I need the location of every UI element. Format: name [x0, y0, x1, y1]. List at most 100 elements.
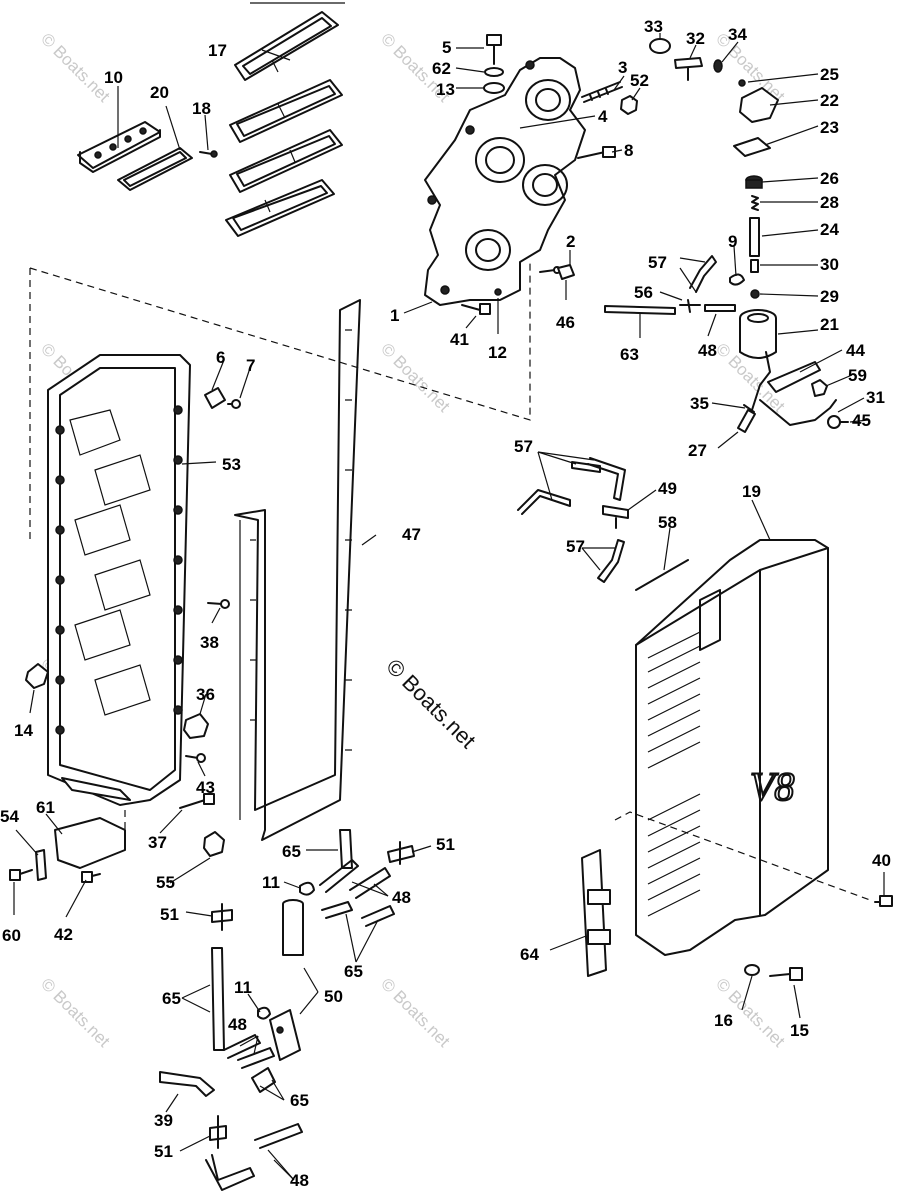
fitting-51-right-part — [387, 841, 415, 865]
callout-label: 32 — [686, 29, 705, 48]
callout-label: 14 — [14, 721, 33, 740]
callout-label: 11 — [262, 873, 280, 892]
callout-label: 44 — [846, 341, 865, 360]
watermark: © Boats.net — [377, 974, 454, 1051]
callout-label: 26 — [820, 169, 839, 188]
callout-label: 48 — [290, 1171, 309, 1190]
callout-label: 3 — [618, 58, 627, 77]
bolt-40-part — [874, 895, 893, 907]
screw-37-part — [179, 793, 215, 809]
screw-42-part — [81, 871, 101, 883]
callout-label: 65 — [344, 962, 363, 981]
v8-emblem: V8 — [750, 764, 794, 809]
callout-label: 12 — [488, 343, 507, 362]
bolt-8-part — [577, 146, 616, 159]
intake-manifold-part — [424, 57, 586, 306]
solenoid-21-part — [739, 309, 777, 411]
callout-label: 30 — [820, 255, 839, 274]
clip-6-part — [204, 387, 226, 409]
gasket-47-part — [234, 299, 361, 841]
hoses-48-mid-part — [319, 859, 391, 899]
callout-label: 28 — [820, 193, 839, 212]
screw-18-part — [199, 150, 218, 158]
callout-label: 2 — [566, 232, 575, 251]
screw-43-part — [185, 753, 206, 763]
bracket-64-part — [581, 849, 611, 977]
watermark: © Boats.net — [37, 29, 114, 106]
callout-label: 52 — [630, 71, 649, 90]
filter-50-top-part — [282, 899, 304, 956]
callout-label: 20 — [150, 83, 169, 102]
intake-gasket-part — [225, 11, 343, 237]
bracket-44-part — [767, 361, 821, 393]
callout-label: 31 — [866, 388, 885, 407]
hoses-65-mid-part — [321, 901, 395, 927]
hose-65-lower-part — [211, 947, 225, 1051]
callout-label: 45 — [852, 411, 871, 430]
callout-label: 48 — [228, 1015, 247, 1034]
leader-lines — [13, 33, 885, 1181]
callout-label: 5 — [442, 38, 451, 57]
engine-cover-19-part: V8 — [635, 539, 829, 956]
callout-label: 27 — [688, 441, 707, 460]
fitting-56-part — [679, 299, 701, 313]
hose-39-part — [159, 1071, 215, 1097]
callout-label: 59 — [848, 366, 867, 385]
hoses-65-bottom-part — [251, 1067, 276, 1093]
reed-block-part — [77, 121, 161, 173]
hoses-57-mid-part — [517, 457, 626, 515]
hoses-57-lower-part — [597, 539, 625, 583]
callout-label: 51 — [436, 835, 455, 854]
spring-28-part — [751, 195, 759, 211]
callout-label: 50 — [324, 987, 343, 1006]
callout-label: 41 — [450, 330, 469, 349]
callout-label: 38 — [200, 633, 219, 652]
fitting-51-left-part — [211, 903, 233, 931]
callout-label: 24 — [820, 220, 839, 239]
plug-14-part — [25, 663, 49, 689]
clip-11-top-part — [299, 881, 315, 896]
callout-label: 51 — [154, 1142, 173, 1161]
callout-label: 19 — [742, 482, 761, 501]
plunger-24-part — [749, 217, 760, 257]
callout-label: 25 — [820, 65, 839, 84]
callout-label: 29 — [820, 287, 839, 306]
hose-57-top-part — [689, 255, 717, 293]
callout-label: 23 — [820, 118, 839, 137]
alignment-line-bottom — [124, 810, 871, 901]
callout-label: 39 — [154, 1111, 173, 1130]
watermark-center: © Boats.net — [381, 654, 480, 753]
nut-52-part — [620, 95, 638, 115]
callout-label: 1 — [390, 306, 399, 325]
callout-label: 63 — [620, 345, 639, 364]
stud-3-part — [581, 81, 623, 103]
callout-label: 51 — [160, 905, 179, 924]
plate-23-part — [733, 137, 771, 157]
seal-29-part — [750, 289, 760, 299]
screw-7-part — [227, 399, 241, 409]
washer-13-part — [483, 82, 505, 94]
grommet-55-part — [203, 831, 225, 857]
screw-25-part — [738, 79, 746, 87]
alignment-line-top — [29, 260, 531, 540]
callout-label: 13 — [436, 80, 455, 99]
reed-gasket-part — [117, 147, 193, 191]
callout-label: 18 — [192, 99, 211, 118]
callout-label: 65 — [290, 1091, 309, 1110]
callout-label: 40 — [872, 851, 891, 870]
callout-label: 15 — [790, 1021, 809, 1040]
callout-label: 47 — [402, 525, 421, 544]
screw-12-part — [494, 288, 502, 296]
grommet-36-part — [183, 713, 209, 739]
hoses-48-bottom-part — [205, 1123, 303, 1191]
connector-35-part — [743, 404, 755, 413]
callout-label: 34 — [728, 25, 747, 44]
cap-26-part — [745, 175, 763, 189]
callout-label: 8 — [624, 141, 633, 160]
washer-16-part — [744, 964, 760, 976]
callout-label: 48 — [392, 888, 411, 907]
callout-label: 53 — [222, 455, 241, 474]
plate-54-part — [35, 849, 47, 881]
callout-label: 65 — [282, 842, 301, 861]
callout-label: 4 — [598, 107, 608, 126]
